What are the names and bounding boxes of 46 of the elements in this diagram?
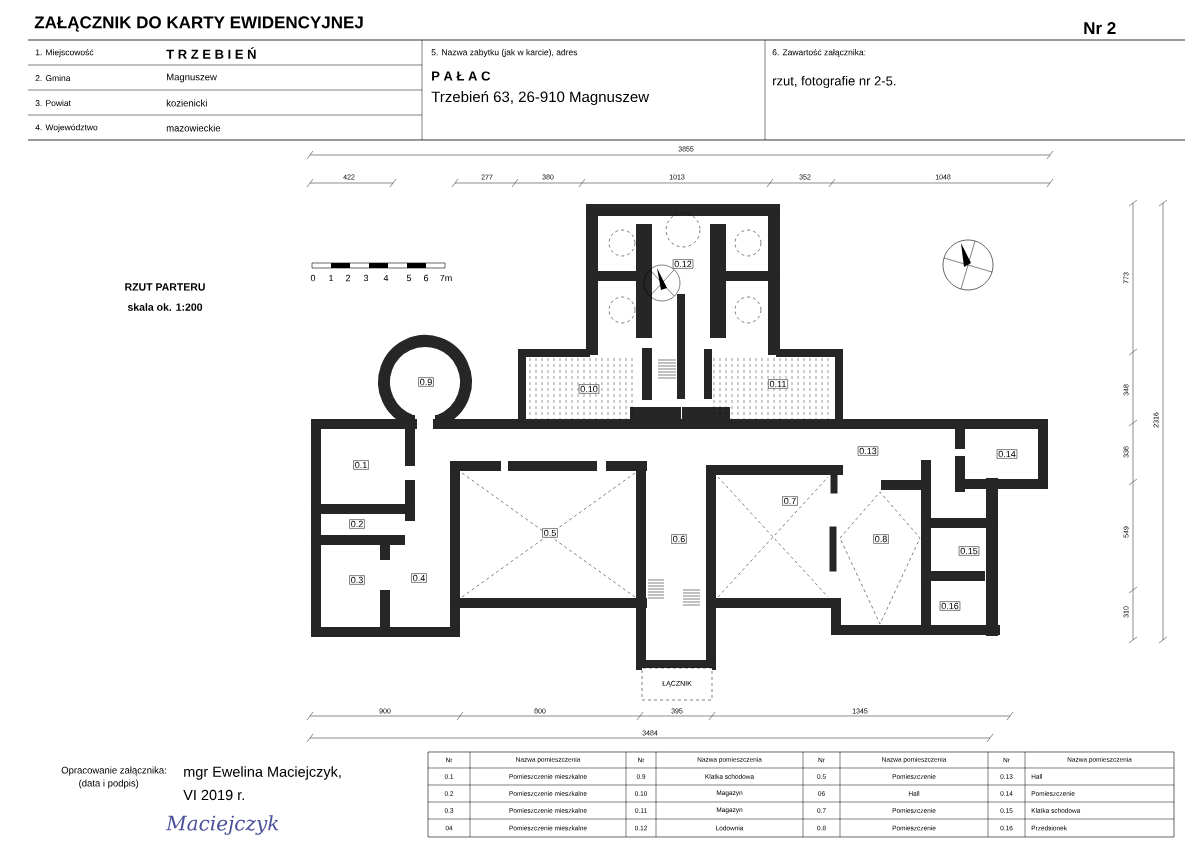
room-tag: 0.1 [353, 460, 369, 470]
form-label: 5. Nazwa zabytku (jak w karcie), adres [431, 49, 578, 57]
room-tag: 0.10 [578, 384, 600, 394]
room-tag: 0.2 [349, 519, 365, 529]
scale-number: 2 [345, 274, 351, 282]
room-tag: 0.16 [939, 601, 961, 611]
scale-number: 6 [423, 274, 429, 282]
form-label: 2. Gmina [35, 74, 71, 82]
author-label: Opracowanie załącznika: [61, 766, 166, 776]
room-tag: 0.4 [411, 573, 427, 583]
field-value: T R Z E B I E Ń [166, 47, 256, 59]
scale-note: skala ok. 1:200 [127, 303, 203, 311]
field-value: P A Ł A C [432, 71, 491, 81]
scale-number: 1 [329, 274, 334, 282]
form-label: 6. Zawartość załącznika: [772, 49, 866, 57]
room-tag: 0.12 [672, 259, 694, 269]
room-tag: 0.7 [782, 496, 798, 506]
scale-number: 7m [440, 274, 452, 282]
field-value: mazowieckie [166, 124, 221, 132]
scale-number: 3 [363, 274, 369, 282]
field-value: Trzebień 63, 26-910 Magnuszew [431, 90, 650, 106]
field-value: kozienicki [166, 99, 207, 107]
field-value: Magnuszew [167, 73, 217, 83]
room-tag: 0.15 [958, 546, 980, 556]
room-tag: 0.5 [542, 528, 558, 538]
scale-number: 5 [406, 274, 412, 282]
form-label: 1. Miejscowość [35, 49, 94, 57]
plan-title: RZUT PARTERU [125, 283, 205, 291]
room-tag: 0.9 [418, 377, 434, 387]
room-tag: 0.3 [349, 575, 365, 585]
room-tag: 0.11 [768, 379, 788, 389]
scale-number: 4 [383, 274, 389, 282]
signature: Maciejczyk [165, 815, 279, 835]
room-tag: 0.14 [996, 449, 1018, 459]
form-label: 3. Powiat [35, 99, 71, 107]
field-value: rzut, fotografie nr 2-5. [773, 75, 896, 89]
scale-number: 0 [310, 274, 316, 282]
form-label: 4. Województwo [35, 124, 98, 132]
heading: ZAŁĄCZNIK DO KARTY EWIDENCYJNEJ [34, 16, 363, 32]
room-tag: 0.8 [873, 534, 889, 544]
page-number: Nr 2 [1084, 22, 1116, 34]
date-text: VI 2019 r. [183, 789, 244, 801]
author-label: (data i podpis) [79, 779, 139, 789]
room-tag: 0.6 [671, 534, 687, 544]
author-name: mgr Ewelina Maciejczyk, [184, 766, 341, 780]
room-tag: 0.13 [857, 446, 879, 456]
